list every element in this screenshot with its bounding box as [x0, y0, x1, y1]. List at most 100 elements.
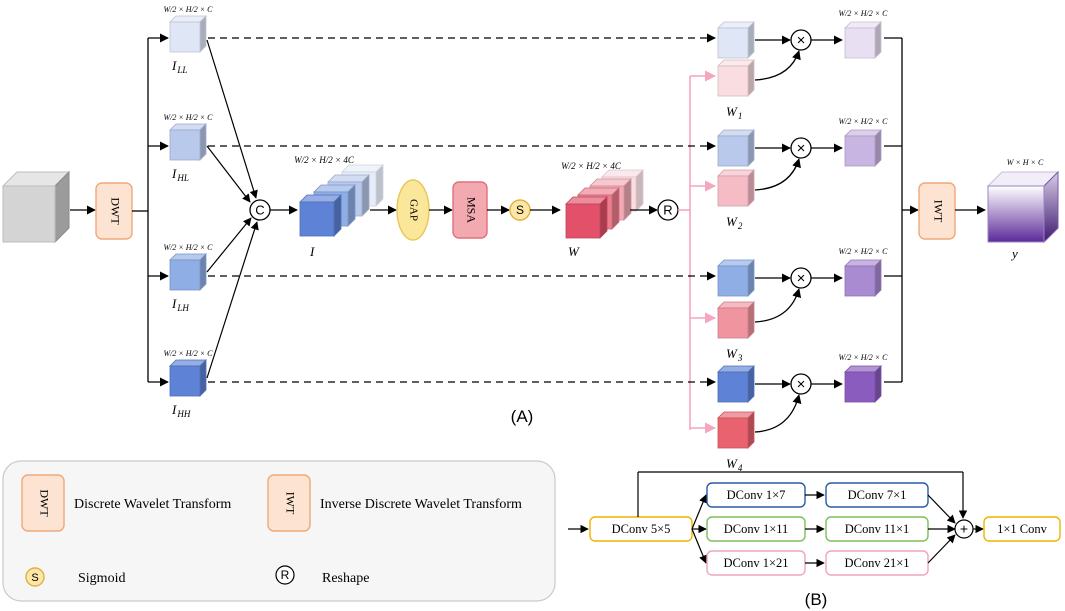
weight-stack-dims: W/2 × H/2 × 4C [561, 161, 622, 171]
multiply-node-2: × [790, 137, 812, 159]
weight-feature-stack [565, 169, 644, 239]
concat-symbol: C [255, 202, 264, 217]
multiply-node-4: × [790, 373, 812, 395]
iwt-box [918, 182, 956, 240]
svg-text:×: × [797, 270, 806, 287]
msa-detail-fanout [691, 494, 708, 564]
branch-conv-b-label: DConv 7×1 [848, 488, 907, 502]
legend-reshape-symbol: R [281, 568, 290, 582]
caption-a: (A) [511, 407, 534, 426]
iwt-block: IWT [918, 182, 956, 240]
legend-iwt-box [267, 474, 311, 532]
iwt-label: IWT [931, 200, 945, 223]
weighting-rows: × W/2 × H/2 × C W1 × W/2 × H/2 × C W2 × W/2 × H… [717, 9, 888, 473]
row-output-cube-4 [844, 365, 882, 403]
subband-dims: W/2 × H/2 × C [163, 5, 213, 14]
stack-w-layer [565, 196, 608, 239]
concat-node: C [249, 199, 271, 221]
gap-label: GAP [407, 199, 419, 221]
branch-conv-a-label: DConv 1×11 [724, 522, 789, 536]
legend: DWT Discrete Wavelet Transform IWT Inver… [2, 460, 556, 602]
legend-reshape-text: Reshape [322, 571, 369, 586]
branch-conv-b-label: DConv 21×1 [844, 556, 909, 570]
row-weight-cube-3 [717, 301, 755, 339]
sigmoid-symbol: S [516, 203, 524, 217]
legend-dwt-box [21, 474, 65, 532]
output-label: y [1010, 246, 1018, 261]
reshape-distribution-lines [678, 70, 717, 434]
add-symbol: + [960, 521, 968, 537]
weight-slice-label: W3 [726, 346, 743, 363]
stack-i-layer [299, 194, 342, 237]
subband-dims: W/2 × H/2 × C [163, 113, 213, 122]
msa-block: MSA [452, 181, 488, 239]
dwt-label: DWT [108, 197, 122, 225]
row-output-cube-2 [844, 129, 882, 167]
row-weight-cube-1 [717, 59, 755, 97]
row-input-cube-2 [717, 129, 755, 167]
svg-text:×: × [797, 32, 806, 49]
dwt-block: DWT [95, 182, 133, 240]
branch-conv-b-label: DConv 11×1 [845, 522, 910, 536]
conv1x1-label: 1×1 Conv [997, 522, 1048, 536]
subband-label: IHL [171, 166, 189, 183]
msa-branch-2: DConv 1×11 DConv 11×1 [706, 516, 956, 542]
input-cube [1, 170, 71, 244]
dconv5-label: DConv 5×5 [612, 522, 671, 536]
msa-branch-3: DConv 1×21 DConv 21×1 [706, 534, 956, 576]
reshape-symbol: R [663, 202, 672, 217]
msa-label: MSA [464, 197, 478, 223]
row-output-cube-3 [844, 259, 882, 297]
subband-cube-hl [169, 123, 207, 161]
concat-dims: W/2 × H/2 × 4C [294, 155, 355, 165]
row-weight-cube-2 [717, 169, 755, 207]
output-merge-lines [884, 37, 919, 383]
skip-dashed-lines [208, 33, 716, 387]
sigmoid-node: S [509, 199, 531, 221]
row-input-cube-3 [717, 259, 755, 297]
multiply-node-3: × [790, 267, 812, 289]
svg-text:×: × [797, 376, 806, 393]
legend-sigmoid-text: Sigmoid [78, 571, 125, 586]
msa-detail-skip [637, 471, 968, 519]
gap-block: GAP [396, 179, 430, 241]
output-dims: W × H × C [1007, 158, 1044, 167]
row-output-dims: W/2 × H/2 × C [838, 247, 888, 256]
row-output-dims: W/2 × H/2 × C [838, 117, 888, 126]
branch-conv-a-label: DConv 1×7 [727, 488, 786, 502]
legend-iwt-text: Inverse Discrete Wavelet Transform [320, 497, 522, 512]
caption-b: (B) [805, 590, 828, 609]
subband-label: ILH [171, 296, 189, 313]
branch-conv-a-label: DConv 1×21 [723, 556, 788, 570]
legend-dwt-box-label: DWT [37, 489, 51, 517]
subband-dims: W/2 × H/2 × C [163, 243, 213, 252]
subband-cube-ll [169, 15, 207, 53]
reshape-node: R [657, 199, 679, 221]
subband-label: ILL [171, 58, 187, 75]
row-output-dims: W/2 × H/2 × C [838, 9, 888, 18]
legend-reshape-circle [275, 565, 295, 585]
row-input-cube-1 [717, 21, 755, 59]
legend-sigmoid-symbol: S [31, 572, 38, 584]
subband-dims: W/2 × H/2 × C [163, 349, 213, 358]
weight-slice-label: W2 [726, 214, 743, 231]
conv1x1-box [983, 516, 1061, 542]
concat-label: I [309, 244, 315, 259]
svg-text:×: × [797, 140, 806, 157]
weight-label: W [568, 244, 580, 259]
subband-cube-lh [169, 253, 207, 291]
weight-slice-label: W4 [726, 456, 743, 473]
row-output-cube-1 [844, 21, 882, 59]
msa-branch-1: DConv 1×7 DConv 7×1 [706, 482, 956, 524]
legend-sigmoid-circle [25, 567, 45, 587]
legend-dwt-text: Discrete Wavelet Transform [74, 497, 231, 512]
concat-feature-stack [299, 164, 384, 237]
subband-cubes: W/2 × H/2 × C ILL W/2 × H/2 × C IHL W/2 × H/… [163, 5, 213, 419]
row-output-dims: W/2 × H/2 × C [838, 353, 888, 362]
row-input-cube-4 [717, 365, 755, 403]
subband-label: IHH [171, 402, 191, 419]
weight-slice-label: W1 [726, 104, 742, 121]
